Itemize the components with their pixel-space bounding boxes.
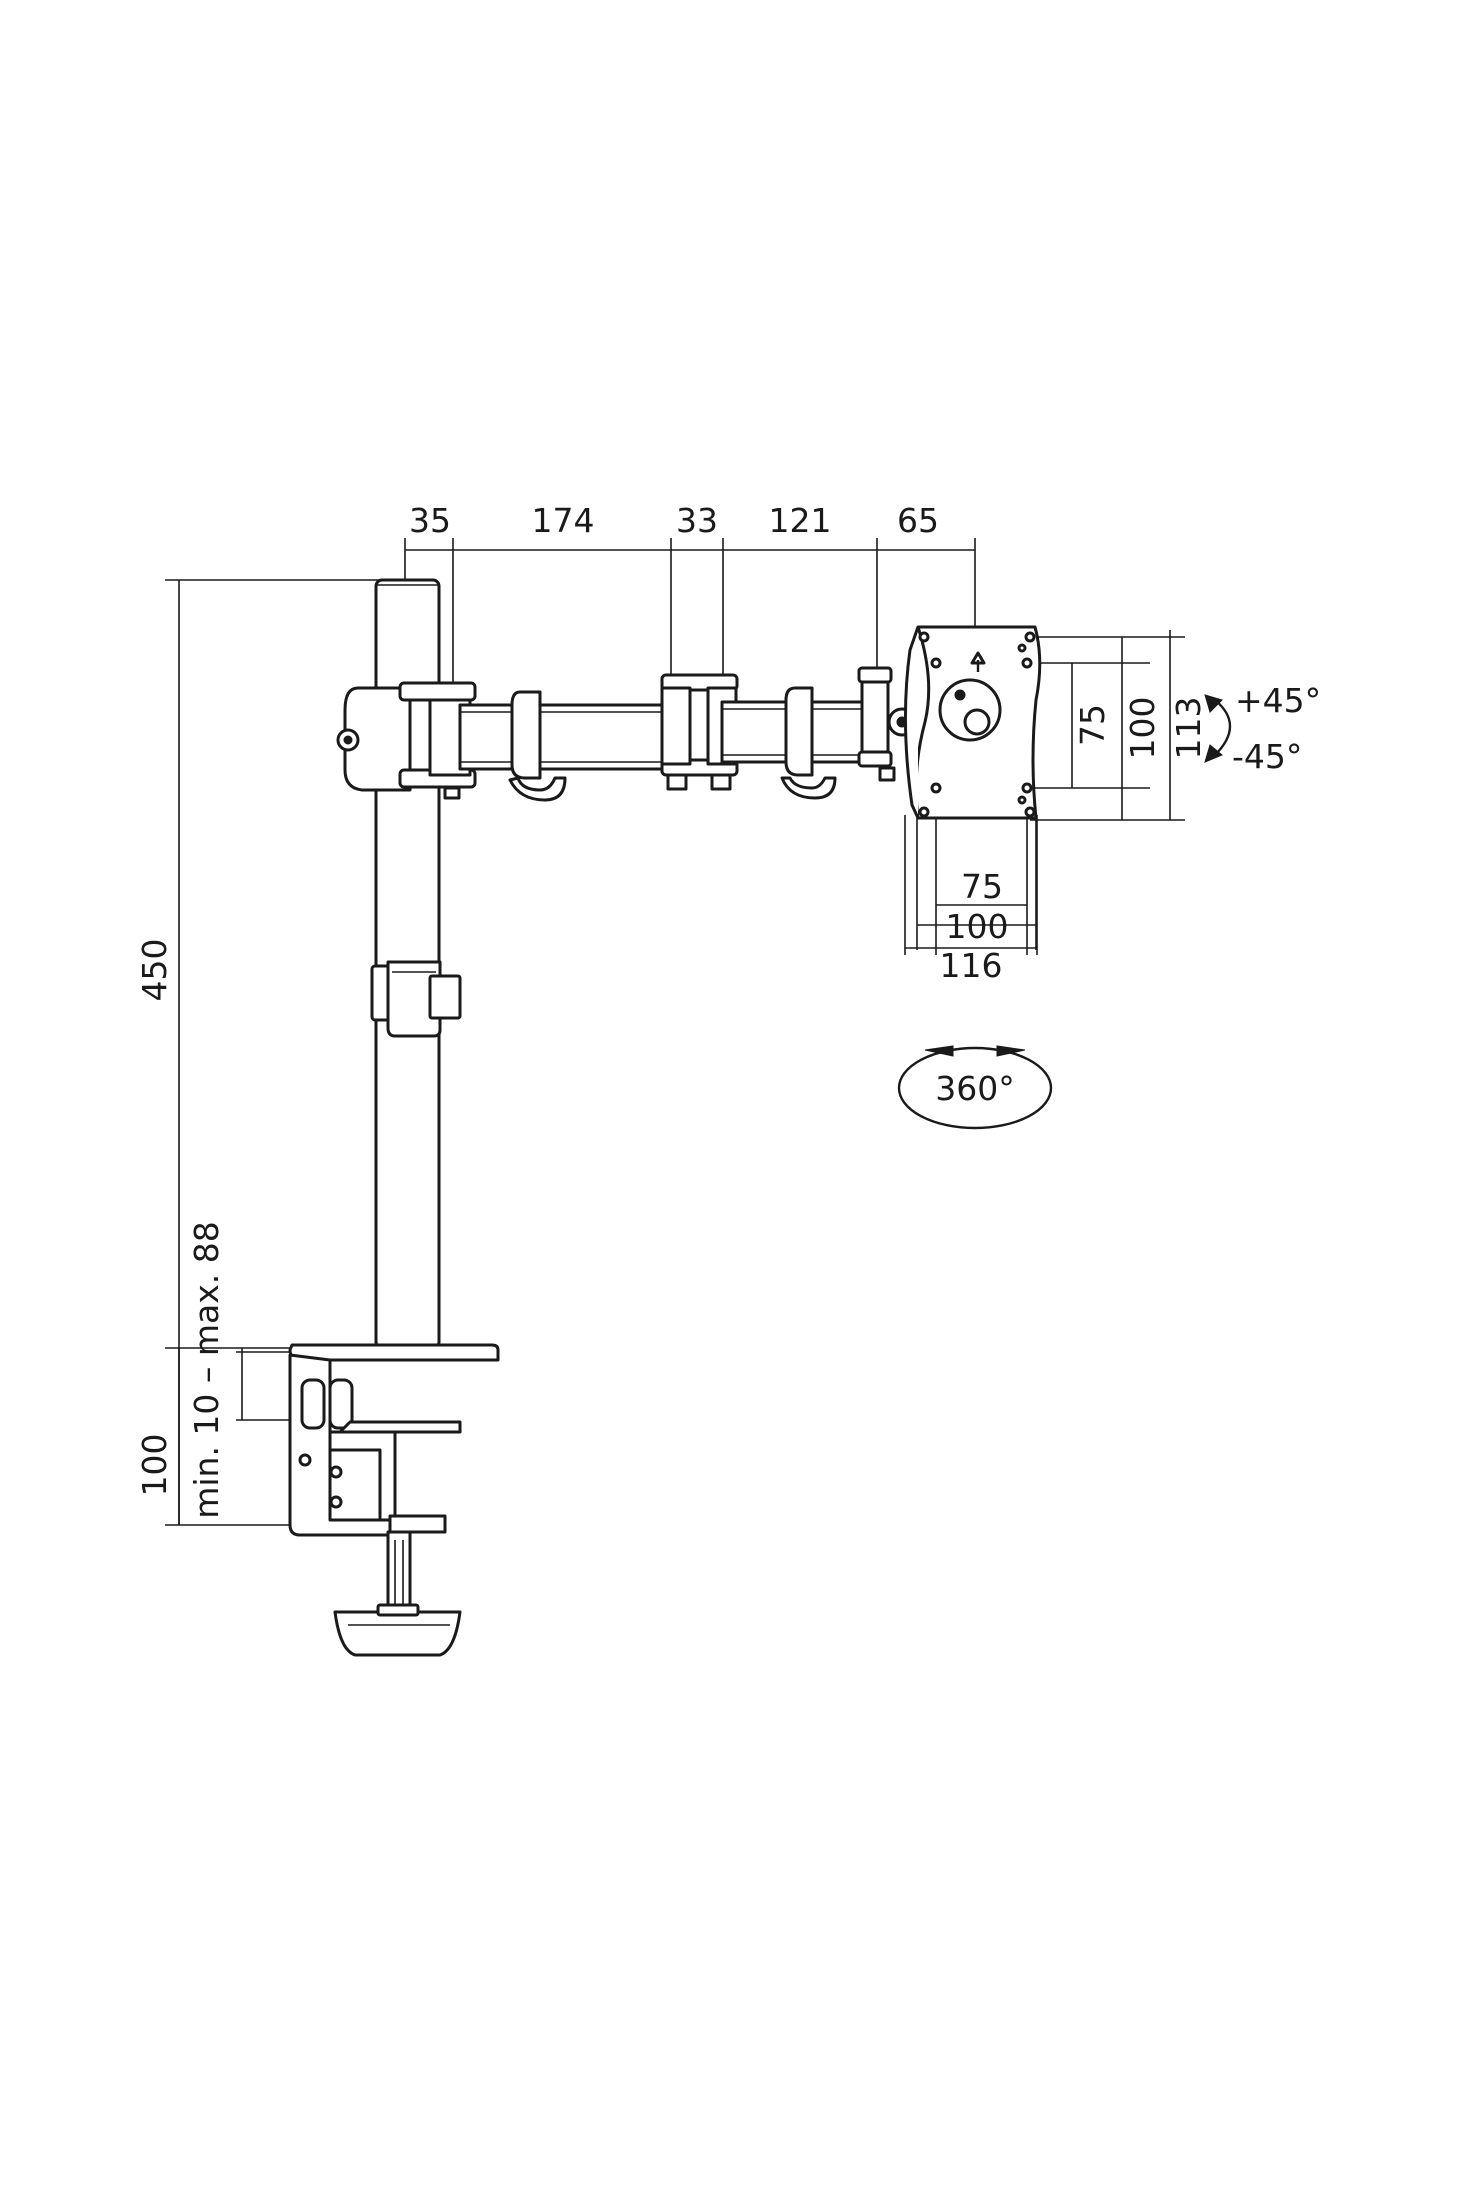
dim-pole-height: 450	[135, 939, 174, 1002]
dim-desk-thickness: min. 10 – max. 88	[187, 1221, 226, 1519]
dim-arm-33: 33	[676, 501, 718, 540]
dim-vesa-h-100: 100	[946, 907, 1009, 946]
dim-arm-35: 35	[409, 501, 451, 540]
dim-vesa-v-75: 75	[1073, 704, 1112, 746]
height-collar	[370, 960, 462, 1038]
arm-assembly	[336, 666, 917, 802]
tilt-down-label: -45°	[1232, 737, 1302, 776]
dim-clamp-height: 100	[135, 1434, 174, 1497]
tilt-arrow-icon	[1204, 694, 1232, 763]
dim-arm-121: 121	[769, 501, 832, 540]
dim-arm-65: 65	[897, 501, 939, 540]
dim-arm-174: 174	[532, 501, 595, 540]
dim-vesa-v-100: 100	[1123, 697, 1162, 760]
dimension-labels: 35 174 33 121 65 450 100 min. 10 – max. …	[135, 501, 1321, 1519]
dim-vesa-v-113: 113	[1169, 697, 1208, 760]
rotation-icon: 360°	[897, 1045, 1053, 1130]
dim-vesa-h-116: 116	[940, 946, 1003, 985]
desk-clamp	[288, 1343, 500, 1657]
rotation-label: 360°	[935, 1069, 1015, 1108]
tilt-up-label: +45°	[1235, 681, 1321, 720]
dim-vesa-h-75: 75	[961, 867, 1003, 906]
vesa-plate	[903, 625, 1042, 820]
